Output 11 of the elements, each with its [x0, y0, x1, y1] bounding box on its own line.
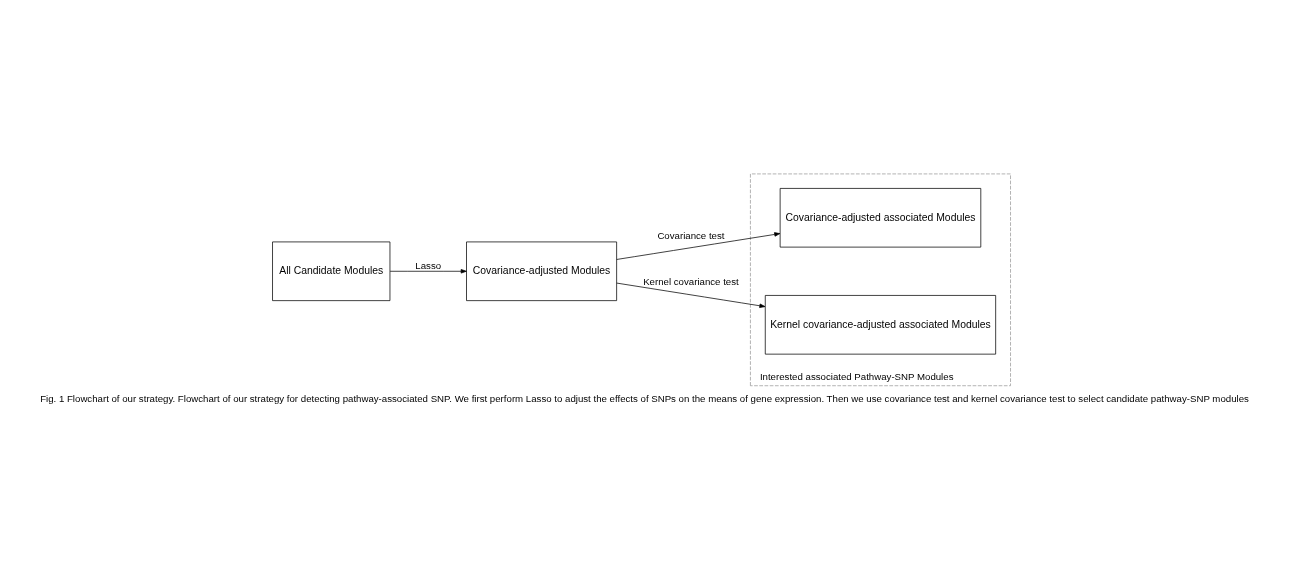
node-box: Covariance-adjusted associated Modules: [779, 187, 982, 247]
node-box: Covariance-adjusted Modules: [466, 241, 617, 301]
caption: Fig. 1 Flowchart of our strategy. Flowchart of our strategy for detecting pathway-associated SNP. We first perform Lasso to adjust the effects of SNPs on the means of gene expression. Then we use covariance test and kernel covariance test to select candidate pathway-SNP modules: [40, 392, 1249, 404]
edge-label: Covariance test: [657, 229, 725, 241]
edge-label: Kernel covariance test: [643, 275, 739, 287]
arrow: [389, 268, 467, 273]
arrow: [616, 282, 766, 308]
node-box: Kernel covariance-adjusted associated Modules: [764, 294, 997, 354]
node-box: All Candidate Modules: [272, 241, 391, 301]
edge-label: Lasso: [415, 259, 442, 271]
arrow: [616, 231, 781, 260]
